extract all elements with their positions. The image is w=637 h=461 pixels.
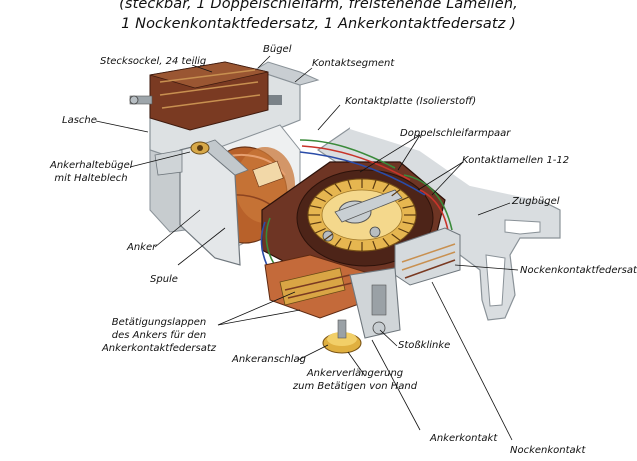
- label-ankerverlaengerung-2: zum Betätigen von Hand: [292, 381, 418, 392]
- label-betaetigungslappen-1: Betätigungslappen: [111, 317, 207, 328]
- lamella-segment: [372, 180, 377, 190]
- label-nockenkontaktfedersatz: Nockenkontaktfedersatz: [520, 265, 637, 276]
- lamella-segment: [347, 180, 352, 190]
- lamella-segment: [402, 221, 415, 225]
- subtitle-line-2: 1 Nockenkontaktfedersatz, 1 Ankerkontakt…: [121, 16, 516, 32]
- lamella-segment: [314, 227, 326, 234]
- label-stossklinke: Stoßklinke: [398, 340, 451, 351]
- lamella-segment: [398, 227, 410, 234]
- lamella-segment: [391, 233, 401, 241]
- lamella-segment: [309, 221, 322, 225]
- ankerkontaktfedersatz: [264, 254, 371, 319]
- lamella-segment: [334, 238, 342, 247]
- label-ankerkontakt: Ankerkontakt: [430, 433, 498, 444]
- lamella-segment: [402, 205, 415, 209]
- label-lasche: Lasche: [62, 115, 97, 126]
- stossklinke: [349, 267, 401, 339]
- lamella-segment: [398, 196, 410, 203]
- lamella-segment: [323, 233, 333, 241]
- label-spule: Spule: [150, 274, 178, 285]
- lamella-segment: [323, 189, 333, 197]
- label-buegel: Bügel: [263, 44, 292, 55]
- kontaktlamellen: [308, 179, 416, 251]
- label-betaetigungslappen-2: des Ankers für den: [111, 330, 207, 341]
- lamella-segment: [391, 189, 401, 197]
- label-ankeranschlag: Ankeranschlag: [232, 354, 306, 365]
- subtitle-line-1: (steckbar, 1 Doppelschleifarm, freistehe…: [119, 0, 518, 12]
- lamella-segment: [347, 240, 352, 250]
- label-zugbuegel: Zugbügel: [512, 196, 560, 207]
- leader-lines: [95, 55, 519, 441]
- ankeranschlag: [322, 319, 362, 354]
- label-ankerhaltebuegel-1: Ankerhaltebügel: [50, 160, 133, 171]
- label-ankerhaltebuegel-2: mit Halteblech: [54, 173, 128, 184]
- lamella-segment: [309, 205, 322, 209]
- label-ankerverlaengerung-1: Ankerverlängerung: [306, 368, 404, 379]
- label-nockenkontakt: Nockenkontakt: [510, 445, 586, 456]
- label-betaetigungslappen-3: Ankerkontaktfedersatz: [101, 343, 217, 354]
- label-kontaktplatte: Kontaktplatte (Isolierstoff): [345, 96, 477, 107]
- anker: [154, 139, 249, 266]
- lamella-segment: [334, 183, 342, 192]
- label-anker: Anker: [127, 242, 157, 253]
- lamella-segment: [372, 240, 377, 250]
- label-doppelschleifarmpaar: Doppelschleifarmpaar: [400, 128, 511, 139]
- lamella-segment: [382, 183, 390, 192]
- label-kontaktlamellen: Kontaktlamellen 1-12: [462, 155, 570, 166]
- stecksockel: [129, 61, 269, 131]
- lamella-segment: [382, 238, 390, 247]
- label-stecksockel: Stecksockel, 24 teilig: [100, 56, 207, 67]
- label-kontaktsegment: Kontaktsegment: [312, 58, 395, 69]
- lamella-segment: [314, 196, 326, 203]
